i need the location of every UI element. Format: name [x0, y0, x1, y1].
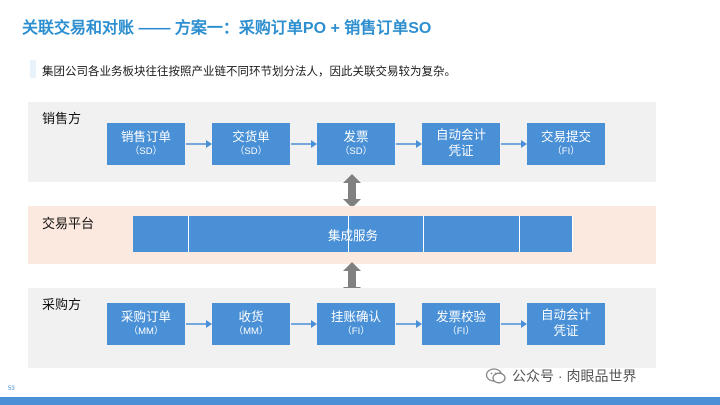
- step-title-line1: 自动会计: [540, 308, 591, 323]
- sales-step-auto-voucher: 自动会计 凭证: [422, 123, 500, 165]
- double-arrow-icon: [343, 174, 361, 208]
- step-title: 采购订单: [120, 310, 171, 325]
- step-module: （FI）: [342, 325, 370, 337]
- step-title: 收货: [238, 310, 264, 325]
- platform-label: 交易平台: [42, 216, 95, 231]
- platform-segment: [349, 216, 424, 252]
- arrow-right-icon: [501, 140, 527, 148]
- watermark-text: 公众号 · 肉眼品世界: [512, 368, 637, 384]
- sales-label: 销售方: [42, 111, 82, 126]
- integration-service-bar: 集成服务: [133, 216, 573, 252]
- watermark: 公众号 · 肉眼品世界: [486, 366, 636, 386]
- platform-segment: [133, 216, 189, 252]
- step-title: 交易提交: [540, 130, 591, 145]
- sales-step-order: 销售订单 （SD）: [107, 123, 185, 165]
- step-module: （FI）: [552, 145, 580, 157]
- step-title-line2: 凭证: [553, 324, 579, 338]
- page-number: 53: [8, 386, 15, 392]
- arrow-right-icon: [396, 320, 422, 328]
- sales-step-invoice: 发票 （SD）: [317, 123, 395, 165]
- step-module: （SD）: [129, 145, 163, 157]
- platform-segment: [189, 216, 349, 252]
- step-module: （FI）: [447, 325, 475, 337]
- step-title-line1: 自动会计: [435, 128, 486, 143]
- arrow-right-icon: [186, 320, 212, 328]
- step-module: （SD）: [234, 145, 268, 157]
- step-module: （MM）: [128, 325, 164, 337]
- step-title: 挂账确认: [330, 310, 381, 325]
- arrow-right-icon: [186, 140, 212, 148]
- purchase-step-invoice-check: 发票校验 （FI）: [422, 303, 500, 345]
- footer-bar: [0, 397, 720, 405]
- purchase-label: 采购方: [42, 297, 82, 312]
- purchase-step-posting: 挂账确认 （FI）: [317, 303, 395, 345]
- subtitle-marker: [30, 60, 36, 78]
- purchase-step-auto-voucher: 自动会计 凭证: [527, 303, 605, 345]
- step-title: 销售订单: [120, 130, 171, 145]
- purchase-step-receipt: 收货 （MM）: [212, 303, 290, 345]
- platform-segment: [424, 216, 520, 252]
- purchase-step-order: 采购订单 （MM）: [107, 303, 185, 345]
- step-title-line2: 凭证: [448, 144, 474, 158]
- step-title: 发票: [343, 130, 369, 145]
- step-title: 交货单: [232, 130, 270, 145]
- step-module: （SD）: [339, 145, 373, 157]
- arrow-right-icon: [291, 320, 317, 328]
- platform-segment: [520, 216, 573, 252]
- slide-subtitle: 集团公司各业务板块往往按照产业链不同环节划分法人，因此关联交易较为复杂。: [42, 66, 456, 78]
- slide-title: 关联交易和对账 —— 方案一：采购订单PO + 销售订单SO: [22, 20, 432, 37]
- sales-step-submit: 交易提交 （FI）: [527, 123, 605, 165]
- integration-service-label: 集成服务: [327, 228, 378, 243]
- step-title: 发票校验: [435, 310, 486, 325]
- sales-step-delivery: 交货单 （SD）: [212, 123, 290, 165]
- arrow-right-icon: [291, 140, 317, 148]
- wechat-icon: [486, 368, 506, 384]
- arrow-right-icon: [501, 320, 527, 328]
- arrow-right-icon: [396, 140, 422, 148]
- step-module: （MM）: [233, 325, 269, 337]
- double-arrow-icon: [343, 262, 361, 296]
